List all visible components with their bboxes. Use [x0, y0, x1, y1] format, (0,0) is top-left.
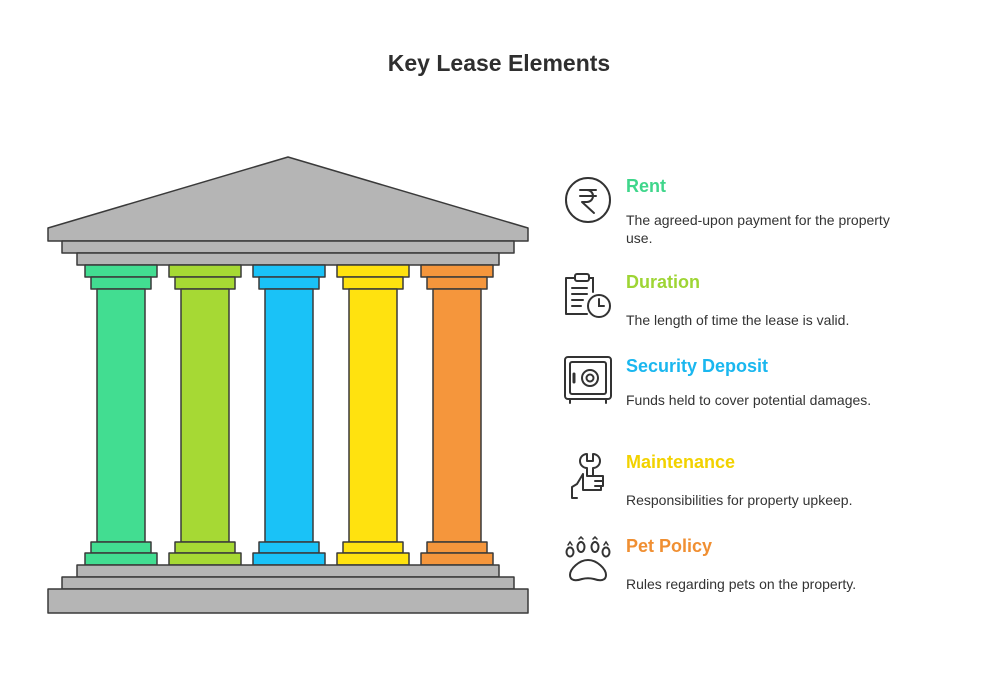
pillar-pet-policy: [420, 264, 494, 566]
pillar-maintenance: [336, 264, 410, 566]
safe-icon: [564, 356, 612, 404]
roof-step-1: [61, 240, 515, 254]
base-step-1: [76, 564, 500, 578]
item-heading: Rent: [626, 176, 666, 196]
temple-diagram: [47, 156, 529, 614]
rupee-icon: [565, 177, 611, 223]
clipboard-clock-icon: [565, 273, 611, 318]
item-heading: Security Deposit: [626, 356, 769, 376]
wrench-hand-icon: [571, 453, 604, 499]
item-description: The agreed-upon payment for the property…: [626, 212, 890, 246]
roof-step-2: [76, 252, 500, 266]
pillar-security-deposit: [252, 264, 326, 566]
item-heading: Duration: [626, 272, 700, 292]
item-description: Responsibilities for property upkeep.: [626, 492, 853, 508]
item-heading: Pet Policy: [626, 536, 713, 556]
pillar-rent: [84, 264, 158, 566]
base-step-3: [47, 588, 529, 614]
paw-icon: [565, 536, 611, 582]
item-description: Funds held to cover potential damages.: [626, 392, 872, 408]
pillar-duration: [168, 264, 242, 566]
diagram-title: Key Lease Elements: [387, 50, 611, 76]
temple-roof: [47, 156, 529, 242]
item-description: Rules regarding pets on the property.: [626, 576, 857, 592]
item-heading: Maintenance: [626, 452, 736, 472]
base-step-2: [61, 576, 515, 590]
item-description: The length of time the lease is valid.: [626, 312, 850, 328]
